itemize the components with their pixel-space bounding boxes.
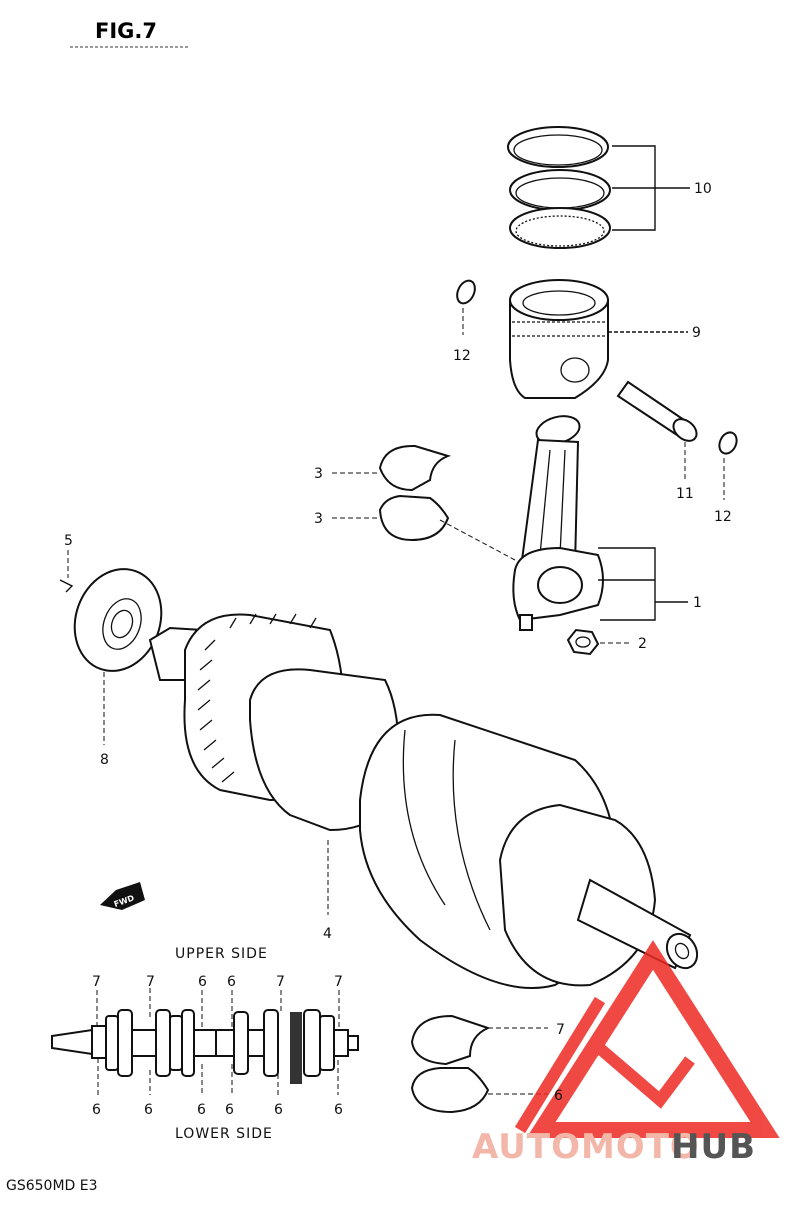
upper-side-mark: 6 [227,974,236,990]
part-label-12-right: 12 [714,509,732,525]
upper-side-mark: 7 [92,974,101,990]
lower-side-mark: 6 [334,1102,343,1118]
upper-side-caption: UPPER SIDE [175,946,268,962]
part-label-2: 2 [638,636,647,652]
crankshaft-schematic [51,988,359,1095]
piston-rings [507,126,611,249]
part-label-6-bearing: 6 [554,1088,563,1104]
circlip-upper [456,279,476,305]
part-label-9: 9 [692,325,701,341]
model-code: GS650MD E3 [6,1178,98,1194]
upper-side-mark: 7 [334,974,343,990]
upper-side-mark: 7 [276,974,285,990]
part-label-4: 4 [323,926,332,942]
main-bearings [410,1014,491,1114]
part-label-11: 11 [676,486,694,502]
part-label-3-lower: 3 [314,511,323,527]
lower-side-mark: 6 [225,1102,234,1118]
primary-gear [73,568,163,672]
part-label-7-bearing: 7 [556,1022,565,1038]
piston-pin [616,380,698,442]
lower-side-mark: 6 [197,1102,206,1118]
part-label-1: 1 [693,595,702,611]
automotohub-logo [514,940,780,1138]
lower-side-marks: 6 6 6 6 6 6 [92,1102,343,1118]
watermark-hub: HUB [671,1127,756,1167]
part-label-10: 10 [694,181,712,197]
crankshaft [148,613,699,989]
part-label-12-upper: 12 [453,348,471,364]
leader-10 [612,145,656,231]
lower-side-mark: 6 [92,1102,101,1118]
part-label-3-upper: 3 [314,466,323,482]
conrod-nut [566,628,600,656]
part-label-5: 5 [64,533,73,549]
woodruff-key [59,579,74,593]
figure-title: FIG.7 [95,19,157,43]
lower-side-caption: LOWER SIDE [175,1126,273,1142]
leader-1 [598,547,688,621]
fwd-arrow-icon: FWD [100,882,145,910]
lower-side-mark: 6 [144,1102,153,1118]
piston [509,279,609,399]
watermark-automoto: AUTOMOTO [472,1127,700,1167]
lower-side-mark: 6 [274,1102,283,1118]
conrod-bearings [378,444,452,542]
upper-side-marks: 7 7 6 6 7 7 [92,974,343,990]
connecting-rod [512,415,604,631]
part-label-8: 8 [100,752,109,768]
circlip-right [718,431,738,455]
upper-side-mark: 7 [146,974,155,990]
upper-side-mark: 6 [198,974,207,990]
